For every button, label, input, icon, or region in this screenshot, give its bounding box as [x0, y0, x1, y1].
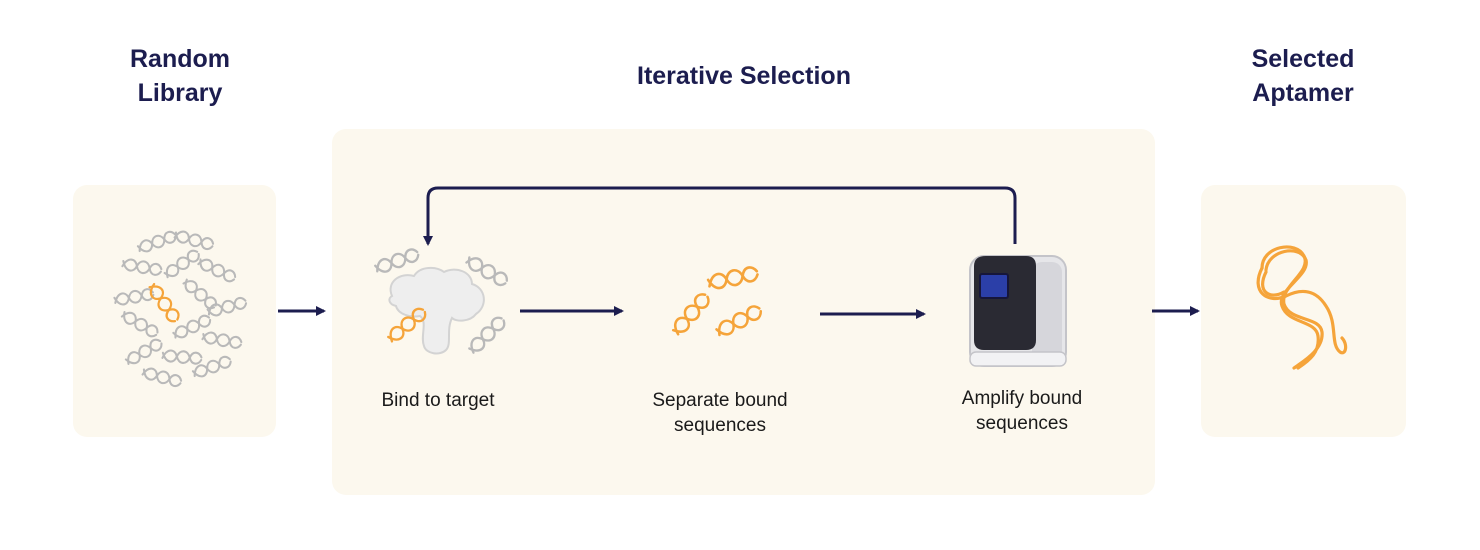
step-separate-label: Separate bound sequences — [620, 388, 820, 438]
heading-random-library-line1: Random — [130, 45, 230, 73]
heading-random-library-line2: Library — [137, 79, 223, 107]
selected-aptamer-panel — [1201, 185, 1406, 437]
flow-arrows — [278, 186, 1200, 319]
pcr-instrument-icon — [969, 255, 1067, 367]
loop-arrow-icon — [423, 186, 1017, 246]
separate-bound-illustration — [668, 264, 765, 340]
heading-random-library: Random Library — [90, 42, 270, 110]
heading-iterative-selection: Iterative Selection — [637, 62, 851, 90]
step-separate-line2: sequences — [674, 415, 766, 436]
step-bind-label: Bind to target — [381, 390, 495, 411]
step-amplify-line1: Amplify bound — [961, 388, 1083, 409]
target-protein-icon — [388, 266, 485, 355]
library-selected-strand-icon — [145, 280, 183, 326]
library-strand-icon — [112, 228, 249, 389]
step-amplify-line2: sequences — [976, 413, 1068, 434]
random-library-panel — [73, 185, 276, 437]
random-library-strands — [112, 228, 249, 389]
heading-selected-aptamer-line2: Aptamer — [1252, 79, 1354, 107]
step-separate-line1: Separate bound — [652, 390, 788, 411]
heading-selected-aptamer-line1: Selected — [1251, 45, 1355, 73]
selected-aptamer-icon — [1256, 245, 1348, 370]
bind-to-target-illustration — [372, 245, 511, 357]
heading-selected-aptamer: Selected Aptamer — [1213, 42, 1393, 110]
step-amplify-label: Amplify bound sequences — [922, 386, 1122, 436]
